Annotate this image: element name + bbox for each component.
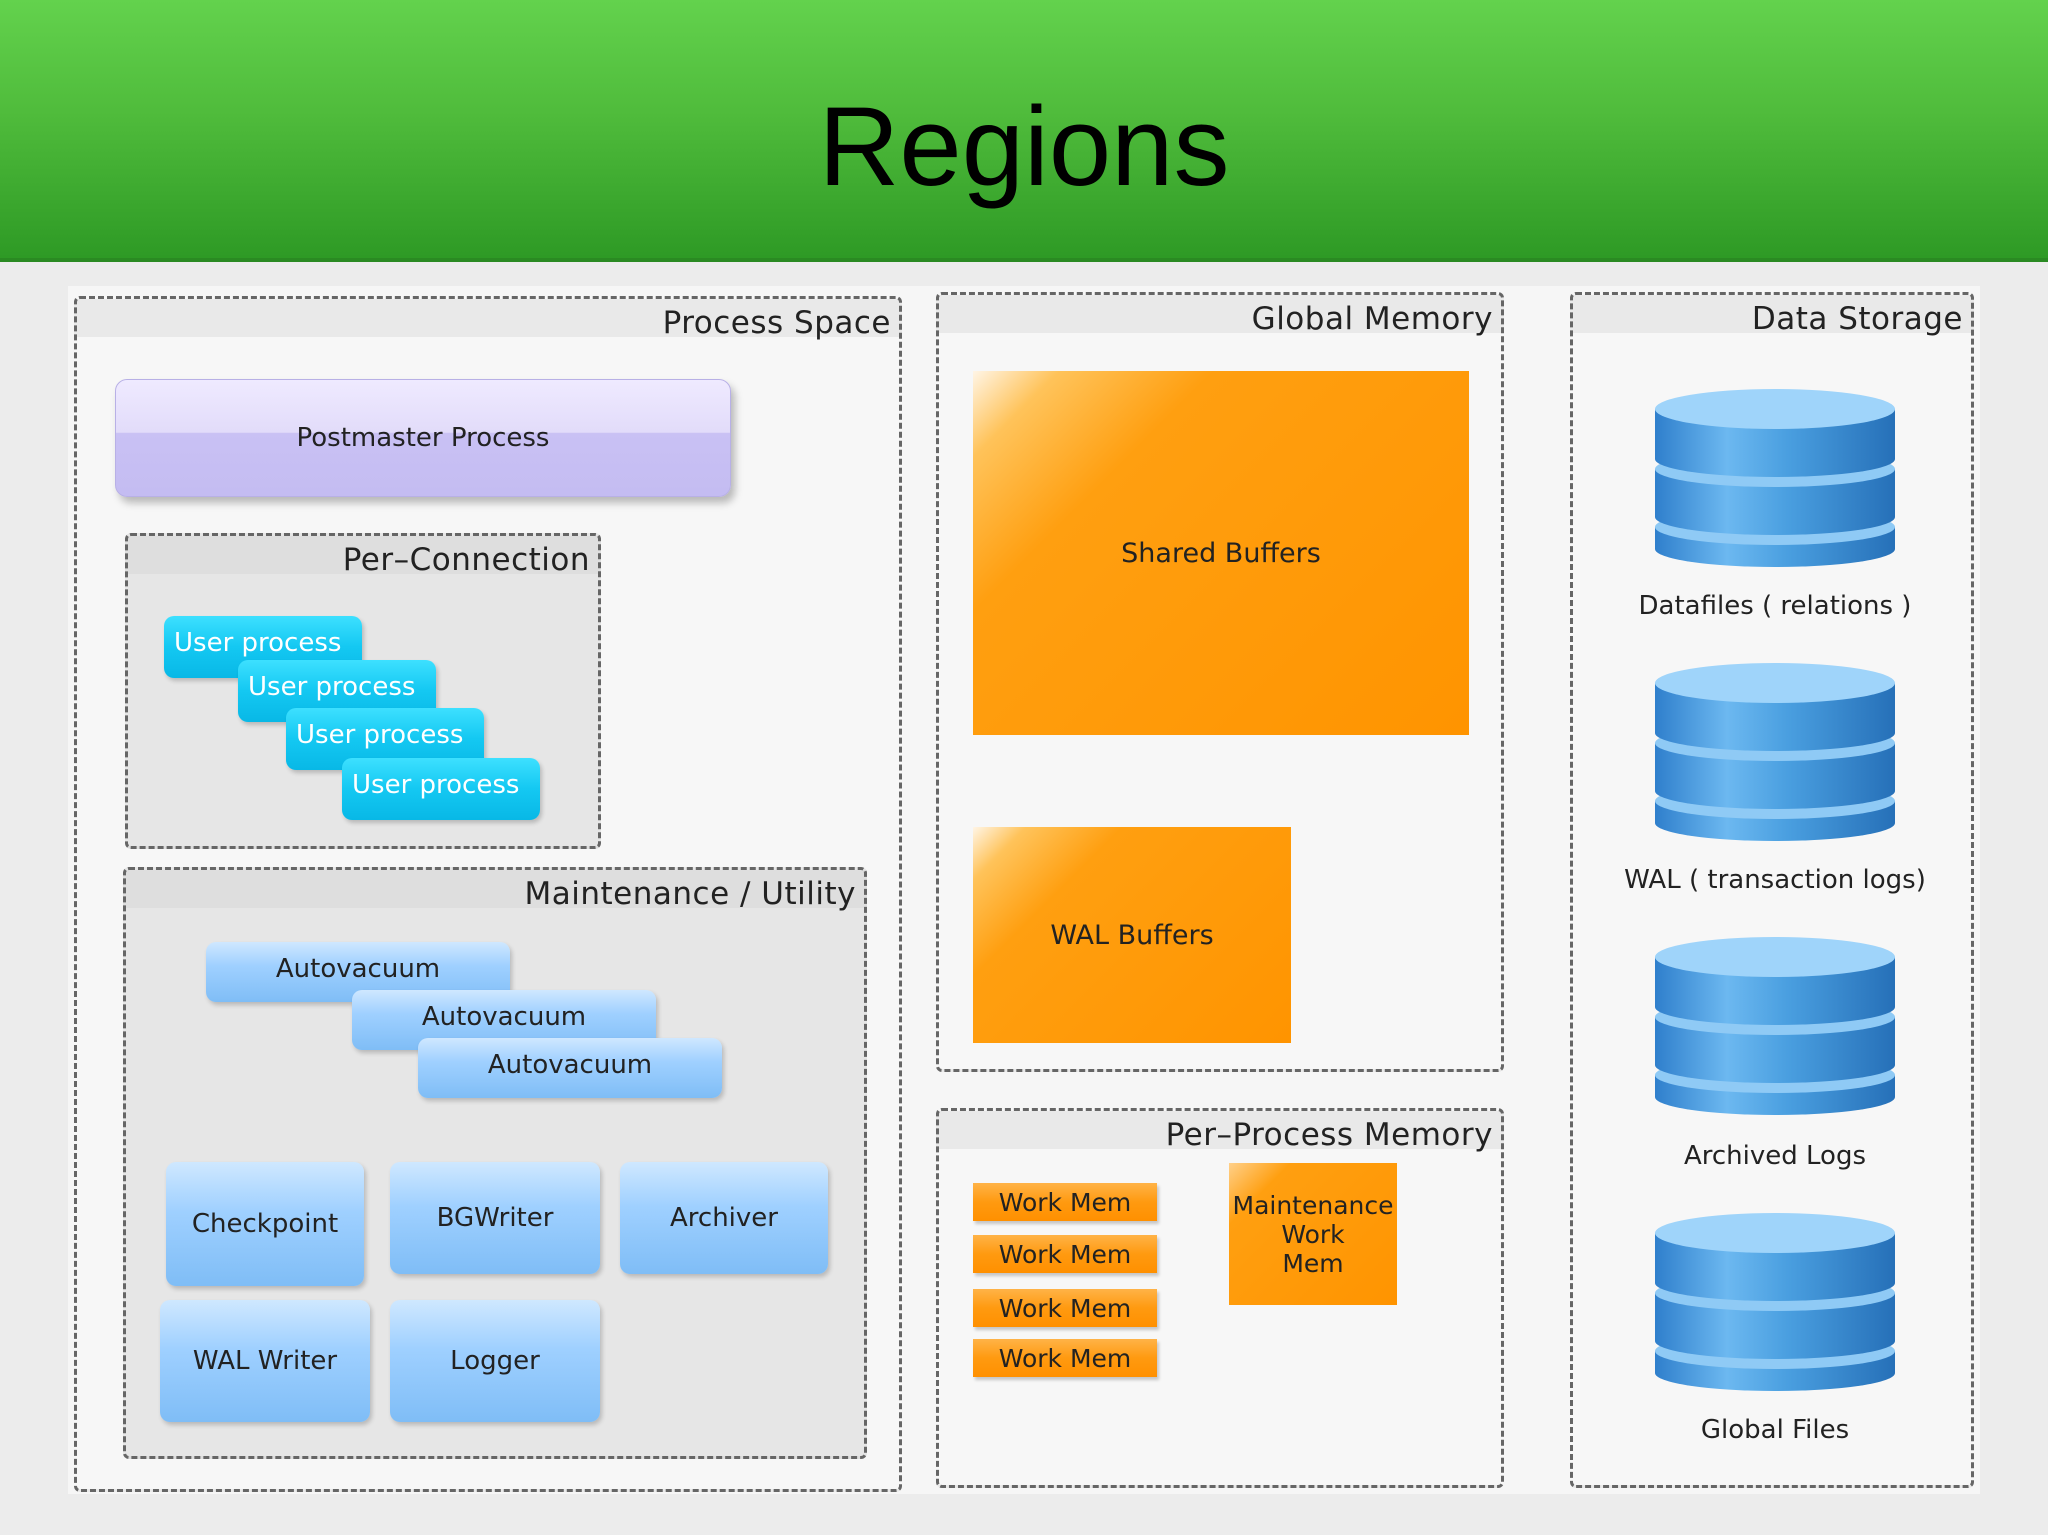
global-memory-region: Global Memory Shared Buffers WAL Buffers	[936, 292, 1504, 1072]
archived-logs-label: Archived Logs	[1683, 1141, 1867, 1171]
slide-title: Regions	[818, 84, 1230, 209]
bgwriter-label: BGWriter	[436, 1203, 554, 1233]
shared-buffers-label: Shared Buffers	[1121, 537, 1321, 569]
per-process-memory-region: Per–Process Memory Work Mem Work Mem Wor…	[936, 1108, 1504, 1488]
wal-database-icon	[1653, 651, 1897, 843]
title-banner: Regions	[0, 0, 2048, 262]
bgwriter-box: BGWriter	[390, 1162, 600, 1274]
datafiles-label: Datafiles ( relations )	[1638, 591, 1912, 621]
checkpoint-box: Checkpoint	[166, 1162, 364, 1286]
maintenance-work-mem-line: Maintenance	[1232, 1190, 1394, 1220]
work-mem-box: Work Mem	[973, 1183, 1157, 1221]
logger-label: Logger	[450, 1346, 540, 1376]
archiver-box: Archiver	[620, 1162, 828, 1274]
maintenance-work-mem-line: Mem	[1282, 1248, 1344, 1278]
work-mem-box: Work Mem	[973, 1235, 1157, 1273]
autovacuum-box: Autovacuum	[206, 942, 510, 1002]
maintenance-utility-title: Maintenance / Utility	[524, 876, 856, 912]
checkpoint-label: Checkpoint	[191, 1209, 339, 1239]
wal-buffers-box: WAL Buffers	[973, 827, 1291, 1043]
shared-buffers-box: Shared Buffers	[973, 371, 1469, 735]
work-mem-box: Work Mem	[973, 1339, 1157, 1377]
per-connection-region: Per–Connection User process User process…	[125, 533, 601, 849]
global-files-label: Global Files	[1700, 1415, 1850, 1445]
per-process-memory-title: Per–Process Memory	[1165, 1117, 1493, 1153]
logger-box: Logger	[390, 1300, 600, 1422]
wal-writer-box: WAL Writer	[160, 1300, 370, 1422]
datafiles-database-icon	[1653, 377, 1897, 569]
maintenance-utility-region: Maintenance / Utility Autovacuum Autovac…	[123, 867, 867, 1459]
archived-logs-database-icon	[1653, 925, 1897, 1117]
work-mem-box: Work Mem	[973, 1289, 1157, 1327]
regions-diagram: Process Space Postmaster Process Per–Con…	[68, 286, 1980, 1494]
wal-transaction-logs-label: WAL ( transaction logs)	[1624, 865, 1926, 895]
per-connection-title: Per–Connection	[342, 542, 590, 578]
global-files-database-icon	[1653, 1201, 1897, 1393]
wal-buffers-label: WAL Buffers	[1050, 919, 1214, 951]
data-storage-region: Data Storage Datafiles (	[1570, 292, 1974, 1488]
maintenance-work-mem-line: Work	[1281, 1219, 1345, 1249]
autovacuum-box: Autovacuum	[418, 1038, 722, 1098]
archiver-label: Archiver	[670, 1203, 778, 1233]
postmaster-process-label: Postmaster Process	[296, 423, 550, 453]
user-process-box: User process	[342, 758, 540, 820]
data-storage-title: Data Storage	[1751, 301, 1963, 337]
wal-writer-label: WAL Writer	[192, 1346, 338, 1376]
global-memory-title: Global Memory	[1251, 301, 1493, 337]
process-space-region: Process Space Postmaster Process Per–Con…	[74, 296, 902, 1492]
maintenance-work-mem-box: Maintenance Work Mem	[1229, 1163, 1397, 1305]
process-space-title: Process Space	[662, 305, 891, 341]
postmaster-process-box: Postmaster Process	[115, 379, 731, 497]
